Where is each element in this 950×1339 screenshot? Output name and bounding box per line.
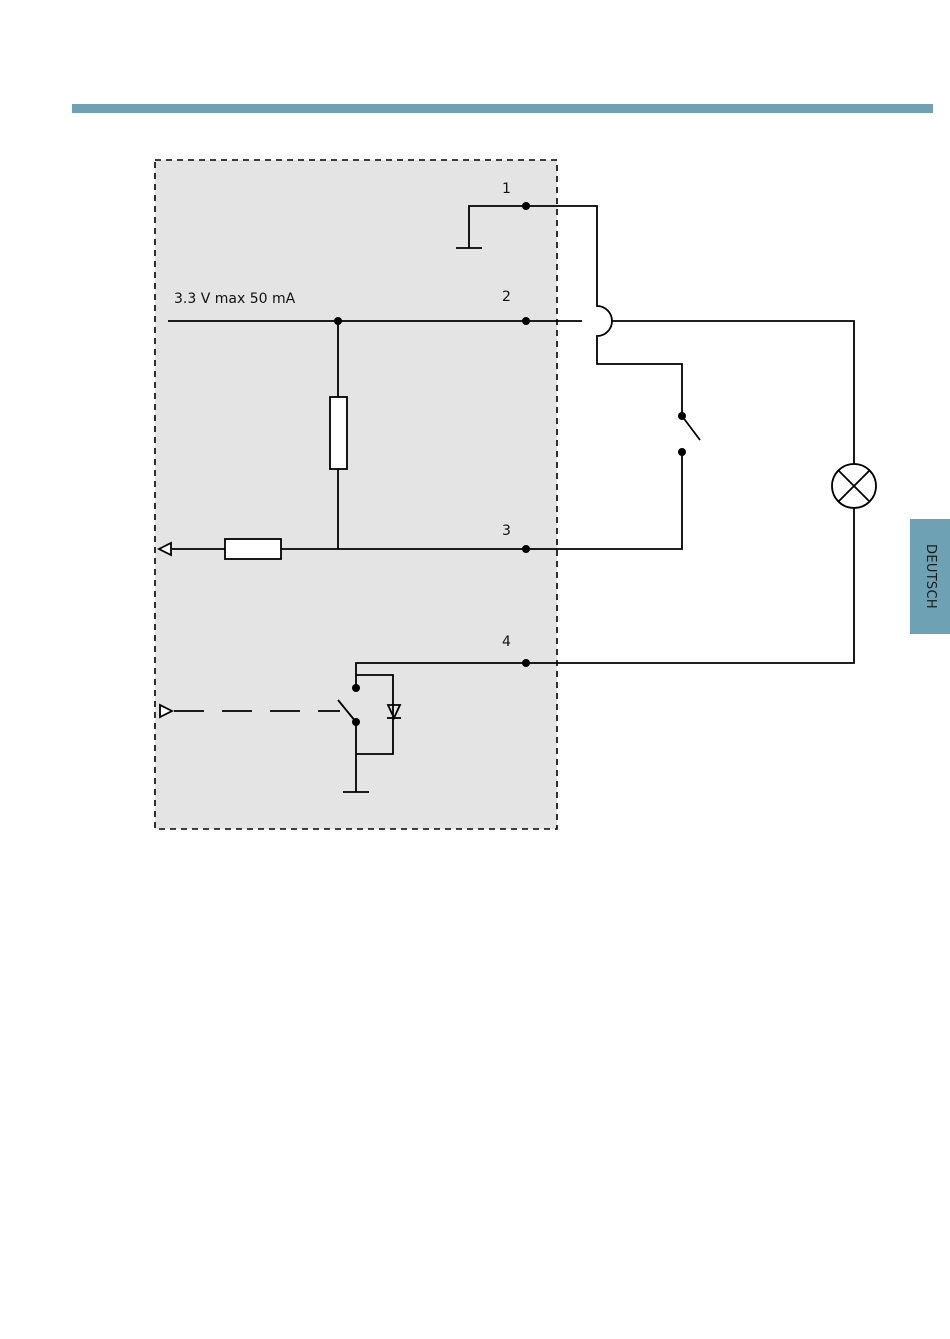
pin-1-terminal — [522, 202, 530, 210]
pin-4-terminal — [522, 659, 530, 667]
switch-contact-bottom — [678, 448, 686, 456]
pin-2-terminal — [522, 317, 530, 325]
switch-contact-top — [678, 412, 686, 420]
lamp-symbol — [832, 464, 876, 508]
output-contact-top — [352, 684, 360, 692]
pin-1-label: 1 — [502, 181, 511, 197]
lamp-return-wire — [526, 508, 854, 663]
pin-3-label: 3 — [502, 523, 511, 539]
output-contact-bottom — [352, 718, 360, 726]
resistor-junction-top — [334, 317, 342, 325]
pin-3-terminal — [522, 545, 530, 553]
pin-2-label: 2 — [502, 289, 511, 305]
pin-4-label: 4 — [502, 634, 511, 650]
supply-label: 3.3 V max 50 mA — [174, 291, 296, 307]
